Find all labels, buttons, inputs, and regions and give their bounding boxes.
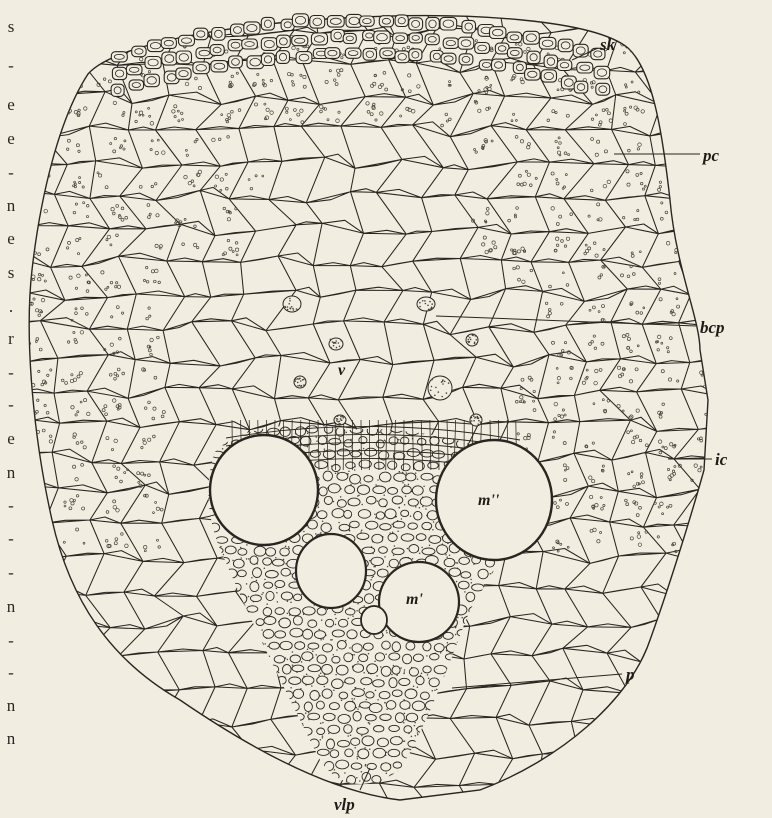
vessel-small xyxy=(361,606,387,634)
label-p: p xyxy=(624,665,635,684)
label-bcp: bcp xyxy=(700,318,725,337)
label-ic: ic xyxy=(715,450,728,469)
label-m-single: m' xyxy=(406,591,423,608)
vessel-left xyxy=(210,435,318,545)
vessel-center-left xyxy=(296,534,366,608)
label-vlp: vlp xyxy=(334,795,355,814)
label-m-double: m'' xyxy=(478,492,500,509)
label-sk: sk xyxy=(599,35,616,54)
label-pc: pc xyxy=(701,146,720,165)
label-v: v xyxy=(338,362,346,379)
sclerenchyma-cells xyxy=(111,14,610,97)
